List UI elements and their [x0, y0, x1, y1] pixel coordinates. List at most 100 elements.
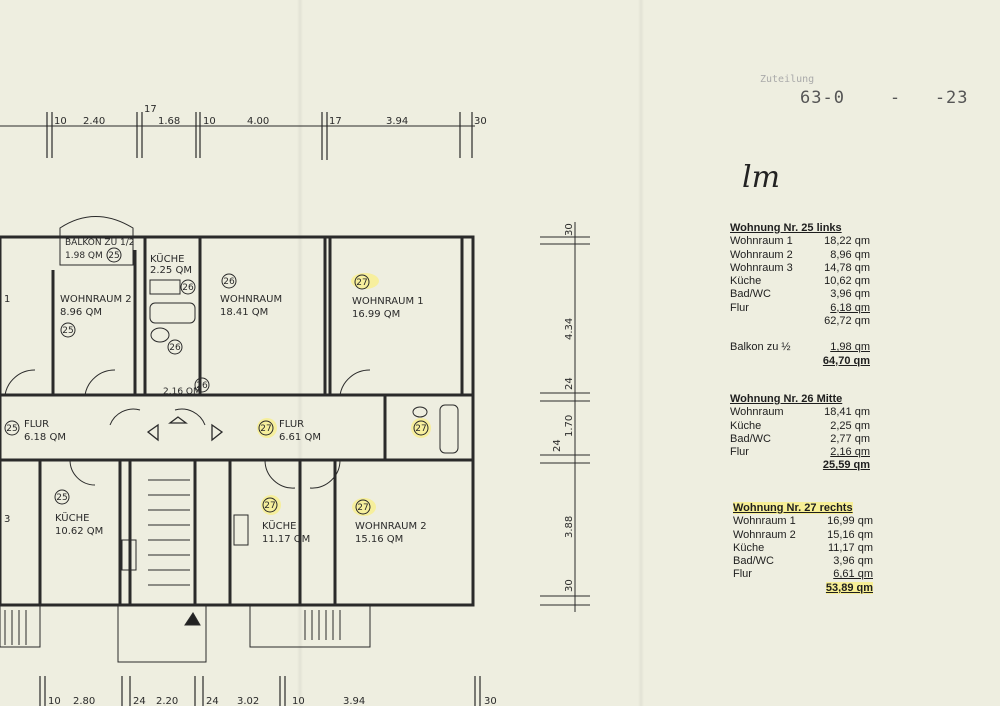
room-name: KÜCHE [262, 519, 296, 532]
room-name: KÜCHE [55, 511, 89, 524]
svg-text:25: 25 [56, 493, 67, 503]
row-value: 18,41 qm [824, 406, 870, 419]
row-label: Wohnraum 1 [733, 515, 796, 528]
room-area: 2.25 QM [150, 265, 192, 276]
row-label: Flur [733, 568, 752, 581]
row-value: 2,16 qm [830, 446, 870, 459]
unit-marker: 25 [106, 247, 122, 263]
row-label: Wohnraum [730, 406, 784, 419]
dim-bottom: 10 [292, 696, 305, 706]
dim-right: 24 [564, 377, 575, 390]
dim-bottom: 3.94 [343, 696, 365, 706]
row-value: 18,22 qm [824, 235, 870, 248]
row-value: 16,99 qm [827, 515, 873, 528]
room-area: 1.98 QM [65, 251, 103, 261]
row-label: Bad/WC [730, 432, 771, 445]
row-label: Bad/WC [730, 288, 771, 301]
dim-bottom: 3.02 [237, 696, 259, 706]
unit-marker: 25 [54, 489, 70, 505]
room-name: WOHNRAUM 1 [352, 296, 424, 307]
unit-marker: 27 [354, 274, 370, 290]
dim-right: 24 [552, 439, 563, 452]
unit-marker: 25 [4, 420, 20, 436]
dim-top: 1.68 [158, 116, 180, 127]
dim-bottom: 2.80 [73, 696, 95, 706]
room-area: 6.61 QM [279, 432, 321, 443]
dim-top: 3.94 [386, 116, 408, 127]
dim-bottom: 10 [48, 696, 61, 706]
dim-bottom: 24 [133, 696, 146, 706]
stamp-number: 63-0 - -23 [800, 88, 969, 108]
dim-top: 10 [203, 116, 216, 127]
row-value: 11,17 qm [827, 541, 873, 554]
svg-text:27: 27 [356, 278, 367, 288]
room-area: 10.62 QM [55, 526, 103, 537]
row-label: Küche [733, 541, 765, 554]
room-name: FLUR [279, 419, 304, 430]
row-label: Wohnraum 3 [730, 261, 793, 274]
svg-text:27: 27 [415, 424, 426, 434]
subtotal: 62,72 qm [824, 315, 870, 328]
dim-right: 3.88 [564, 516, 575, 538]
row-value: 6,18 qm [830, 301, 870, 314]
row-value: 8,96 qm [830, 248, 870, 261]
room-area: 8.96 QM [60, 307, 102, 318]
room-name: FLUR [24, 419, 49, 430]
edge-label: 1 [4, 294, 10, 305]
svg-text:27: 27 [260, 424, 271, 434]
dim-top: 2.40 [83, 116, 105, 127]
room-area: 6.18 QM [24, 432, 66, 443]
dim-right: 1.70 [564, 415, 575, 437]
dim-top: 10 [54, 116, 67, 127]
unit-marker: 26 [194, 377, 210, 393]
row-value: 3,96 qm [833, 555, 873, 568]
dim-top: 17 [144, 104, 157, 115]
area-table-26: Wohnung Nr. 26 Mitte Wohnraum 18,41 qm Kü… [730, 393, 870, 473]
dim-top: 4.00 [247, 116, 269, 127]
room-area: 18.41 QM [220, 307, 268, 318]
svg-text:25: 25 [62, 326, 73, 336]
stamp-header: Zuteilung [760, 74, 815, 85]
row-label: Küche [730, 275, 762, 288]
signature: lm [742, 160, 781, 195]
row-label: Bad/WC [733, 555, 774, 568]
table-title: Wohnung Nr. 26 Mitte [730, 393, 843, 405]
dim-right: 30 [564, 579, 575, 592]
room-name: WOHNRAUM 2 [355, 521, 427, 532]
row-value: 6,61 qm [833, 568, 873, 581]
dim-right: 30 [564, 223, 575, 236]
unit-marker: 25 [60, 322, 76, 338]
room-area: 11.17 QM [262, 534, 310, 545]
edge-label: 3 [4, 514, 10, 525]
row-label: Küche [730, 419, 762, 432]
svg-text:27: 27 [264, 501, 275, 511]
svg-text:26: 26 [196, 381, 208, 391]
svg-text:26: 26 [182, 283, 194, 293]
dim-bottom: 30 [484, 696, 497, 706]
room-area: 2.16 QM [163, 387, 201, 397]
room-name: WOHNRAUM 2 [60, 294, 132, 305]
dim-bottom: 2.20 [156, 696, 178, 706]
paper-fold [297, 0, 303, 706]
row-label: Wohnraum 1 [730, 235, 793, 248]
unit-marker: 26 [167, 339, 183, 355]
row-label: Wohnraum 2 [733, 528, 796, 541]
row-value: 2,77 qm [830, 432, 870, 445]
row-value: 2,25 qm [830, 419, 870, 432]
paper-fold [638, 0, 644, 706]
row-value: 3,96 qm [830, 288, 870, 301]
row-value: 14,78 qm [824, 261, 870, 274]
table-title: Wohnung Nr. 25 links [730, 222, 842, 234]
svg-text:26: 26 [169, 343, 181, 353]
unit-marker: 26 [221, 273, 237, 289]
row-label: Balkon zu ½ [730, 341, 791, 354]
total: 64,70 qm [822, 354, 870, 367]
unit-marker: 27 [258, 420, 274, 436]
room-name: BALKON ZU 1/2 [65, 238, 135, 248]
room-area: 15.16 QM [355, 534, 403, 545]
total: 25,59 qm [822, 459, 870, 472]
row-value: 1,98 qm [830, 341, 870, 354]
